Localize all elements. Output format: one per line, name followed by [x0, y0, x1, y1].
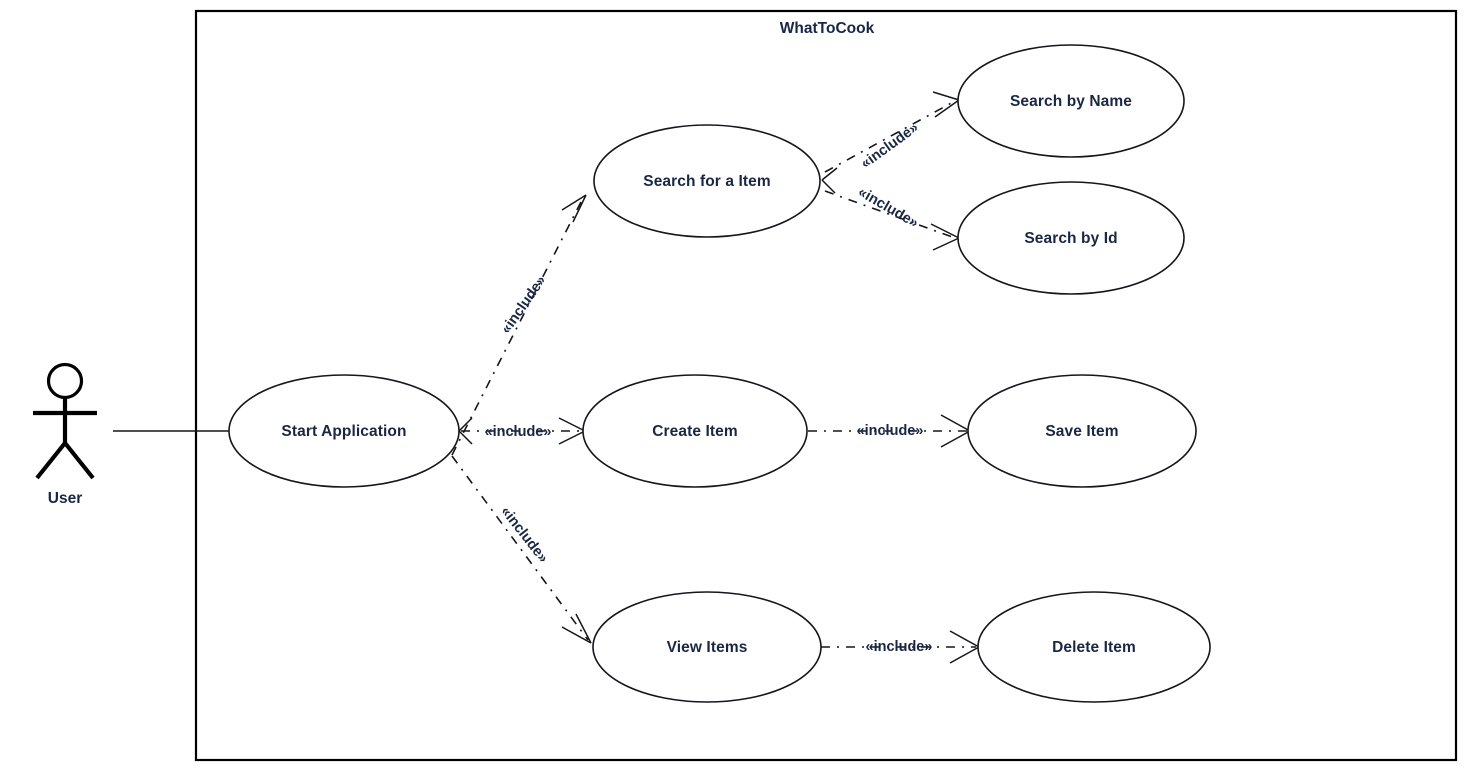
actor-leg-right-line [63, 441, 95, 480]
include-stereotype-label: «include» [485, 424, 552, 440]
actor-label: User [48, 490, 82, 507]
include-create-item-to-save-item[interactable]: «include» [808, 414, 971, 448]
use-case-label: Delete Item [1052, 639, 1136, 656]
actor-user[interactable]: User [33, 362, 97, 508]
actor-head-icon [46, 362, 84, 400]
system-boundary-title: WhatToCook [780, 20, 875, 37]
arrow-head-icon [932, 91, 960, 118]
actor-leg-left-line [35, 441, 67, 480]
arrow-head-icon [561, 194, 587, 223]
use-case-create-item[interactable]: Create Item [582, 374, 808, 488]
use-case-view-items[interactable]: View Items [592, 591, 822, 703]
use-case-start-application[interactable]: Start Application [228, 374, 460, 488]
use-case-ellipse [977, 591, 1211, 703]
include-view-items-to-delete-item[interactable]: «include» [821, 630, 980, 664]
use-case-label: Create Item [652, 423, 738, 440]
arrow-head-icon [930, 223, 960, 251]
use-case-label: View Items [667, 639, 748, 656]
include-stereotype-label: «include» [866, 639, 933, 655]
use-case-search-for-a-item[interactable]: Search for a Item [593, 124, 821, 238]
use-case-ellipse [228, 374, 460, 488]
include-start-application-to-create-item[interactable]: «include» [458, 417, 586, 445]
use-case-ellipse [967, 374, 1197, 488]
use-case-ellipse [582, 374, 808, 488]
use-case-save-item[interactable]: Save Item [967, 374, 1197, 488]
arrow-head-icon [558, 417, 586, 445]
use-case-label: Start Application [281, 423, 406, 440]
use-case-ellipse [957, 181, 1185, 295]
arrow-head-icon [561, 613, 592, 644]
include-stereotype-label: «include» [857, 423, 924, 439]
use-case-search-by-id[interactable]: Search by Id [957, 181, 1185, 295]
use-case-label: Search for a Item [643, 173, 770, 190]
use-case-label: Search by Id [1024, 230, 1117, 247]
arrow-head-icon [949, 630, 980, 664]
arrow-head-back-icon [458, 417, 473, 445]
use-case-label: Save Item [1045, 423, 1118, 440]
use-case-search-by-name[interactable]: Search by Name [957, 44, 1185, 158]
use-case-delete-item[interactable]: Delete Item [977, 591, 1211, 703]
arrow-head-back-icon [821, 167, 838, 194]
use-case-ellipse [593, 124, 821, 238]
use-case-ellipse [592, 591, 822, 703]
arrow-head-icon [940, 414, 971, 448]
use-case-label: Search by Name [1010, 93, 1132, 110]
use-case-ellipse [957, 44, 1185, 158]
